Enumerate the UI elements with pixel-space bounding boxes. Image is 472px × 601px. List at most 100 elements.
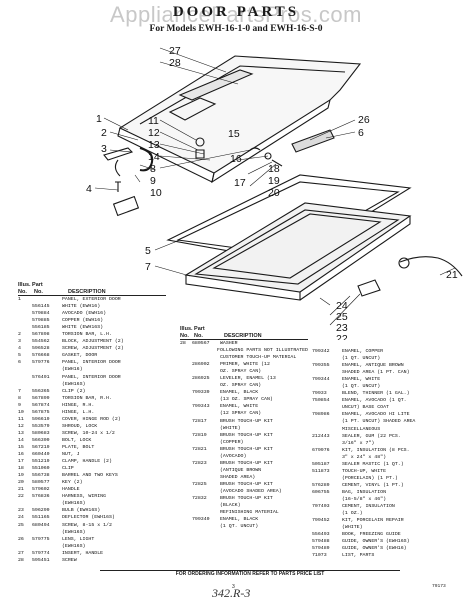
right-cell: 799344 <box>312 377 330 383</box>
right-cell: SHADED AREA (1 PT. CAN) <box>342 370 410 376</box>
middle-cell <box>192 368 220 375</box>
left-cell <box>18 303 32 310</box>
left-cell: 6 <box>18 360 21 366</box>
middle-cell: (ANTIQUE BROWN <box>220 467 262 473</box>
middle-cell: 72821 <box>192 446 207 452</box>
middle-cell: ENAMEL, BLACK <box>220 390 259 396</box>
left-cell: 579885 <box>32 318 50 324</box>
right-row: 3/16" x 7") <box>312 440 462 447</box>
left-cell <box>32 366 62 373</box>
middle-cell <box>192 467 220 474</box>
callout-10: 10 <box>150 187 162 199</box>
callout-4: 4 <box>86 183 92 195</box>
middle-cell: 72817 <box>192 418 207 424</box>
right-cell <box>312 369 342 376</box>
left-cell: 567875 <box>32 409 50 415</box>
right-cell: ENAMEL, COPPER <box>342 349 384 354</box>
middle-cell <box>180 460 192 467</box>
left-cell: 26 <box>18 536 24 542</box>
middle-cell: ENAMEL, WHITE <box>220 404 259 410</box>
middle-cell <box>180 418 192 425</box>
left-cell <box>32 381 62 388</box>
middle-cell <box>180 368 192 375</box>
middle-cell <box>180 361 192 368</box>
middle-cell <box>180 410 192 417</box>
left-cell: BLOCK, ADJUSTMENT (2) <box>62 339 124 345</box>
middle-cell <box>180 474 192 481</box>
left-cell: (EWH16S) <box>62 501 86 507</box>
left-cell: COPPER (EWH16) <box>62 318 104 324</box>
right-cell: 579488 <box>312 539 330 545</box>
left-cell: 580577 <box>32 480 50 486</box>
footer-text: FOR ORDERING INFORMATION REFER TO PARTS … <box>175 571 325 577</box>
left-cell: 556738 <box>32 473 50 479</box>
middle-cell <box>180 509 192 516</box>
callout-21: 21 <box>446 269 458 281</box>
middle-row: (AVOCADO SHADED AREA) <box>180 488 308 495</box>
right-cell: 212443 <box>312 433 330 439</box>
callout-18: 18 <box>268 163 280 175</box>
left-cell: 576668 <box>32 353 50 359</box>
page-subtitle: For Models EWH-16-1-0 and EWH-16-S-0 <box>149 24 323 34</box>
right-row: MISCELLANEOUS <box>312 426 462 433</box>
left-cell: PANEL, INTERIOR DOOR <box>62 360 121 366</box>
callout-2: 2 <box>101 127 107 139</box>
left-cell: 576491 <box>32 374 50 380</box>
right-cell: CEMENT, VINYL (1 PT.) <box>342 482 404 488</box>
right-row: (PORCELAIN) (1 PT.) <box>312 475 462 482</box>
middle-cell <box>180 403 192 410</box>
middle-cell: (AVOCADO SHADED AREA) <box>220 488 282 494</box>
callout-24: 24 <box>336 300 348 312</box>
left-cell: CLIP (2) <box>62 388 86 394</box>
middle-cell: BRUSH TOUCH-UP KIT <box>220 496 273 502</box>
middle-cell: (WHITE) <box>220 425 241 431</box>
left-cell: HARNESS, WIRING <box>62 494 107 500</box>
right-cell: 3" x 24" x 48") <box>342 454 387 460</box>
callout-1: 1 <box>96 113 102 125</box>
middle-row: (12 SPRAY CAN) <box>180 410 308 417</box>
middle-cell: FOLLOWING PARTS NOT ILLUSTRATED <box>217 348 308 354</box>
middle-cell <box>180 523 192 530</box>
left-cell: 22 <box>18 494 24 500</box>
middle-cell: BRUSH TOUCH-UP KIT <box>220 418 273 424</box>
left-cell: WHITE (EWH16) <box>62 304 101 310</box>
middle-cell: 286902 <box>192 362 210 368</box>
left-cell: 13 <box>18 430 24 436</box>
hinge-assembly <box>103 147 154 217</box>
left-cell <box>32 296 62 303</box>
middle-cell <box>191 347 217 354</box>
middle-cell <box>192 453 220 460</box>
middle-header-no1: No. <box>180 332 189 339</box>
left-row: (EWH16S) <box>18 529 166 536</box>
middle-cell: BRUSH TOUCH-UP KIT <box>220 446 273 452</box>
right-row: (1 QT. UNCUT) <box>312 383 462 390</box>
middle-cell: 72825 <box>192 481 207 487</box>
callout-23: 23 <box>336 322 348 334</box>
callout-5: 5 <box>145 245 151 257</box>
light-lens <box>291 129 335 153</box>
middle-cell <box>180 382 192 389</box>
middle-cell <box>180 453 192 460</box>
right-cell: (WHITE) <box>342 525 363 531</box>
callout-26: 26 <box>358 114 370 126</box>
middle-header-illus: Illus. Part <box>180 326 205 332</box>
left-cell: 566309 <box>32 437 50 443</box>
callout-9: 9 <box>150 175 156 187</box>
exploded-view-diagram: 27 28 1 2 3 4 11 12 13 14 8 9 10 16 17 1… <box>86 45 463 340</box>
callout-14: 14 <box>148 151 160 163</box>
